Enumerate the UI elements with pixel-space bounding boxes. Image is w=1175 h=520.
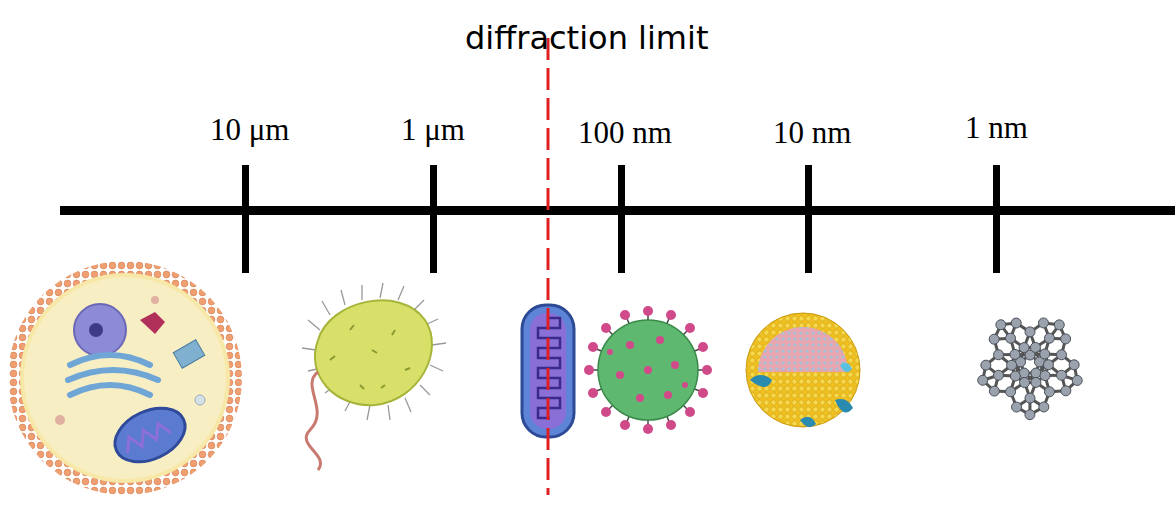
- scale-label: 1 nm: [965, 110, 1028, 146]
- scale-label: 100 nm: [578, 115, 672, 151]
- scale-label: 10 μm: [210, 112, 289, 148]
- tick-marks: [242, 165, 1000, 273]
- scale-axis: [60, 206, 1175, 215]
- diffraction-limit-line: [547, 38, 550, 495]
- bacterium: [302, 283, 446, 470]
- scale-label: 1 μm: [401, 112, 465, 148]
- lipoprotein: [746, 313, 860, 427]
- diagram-title: diffraction limit: [465, 19, 708, 57]
- virus: [584, 306, 712, 434]
- scale-label: 10 nm: [773, 115, 851, 151]
- eukaryotic-cell: [8, 261, 242, 495]
- fullerene: [978, 318, 1082, 420]
